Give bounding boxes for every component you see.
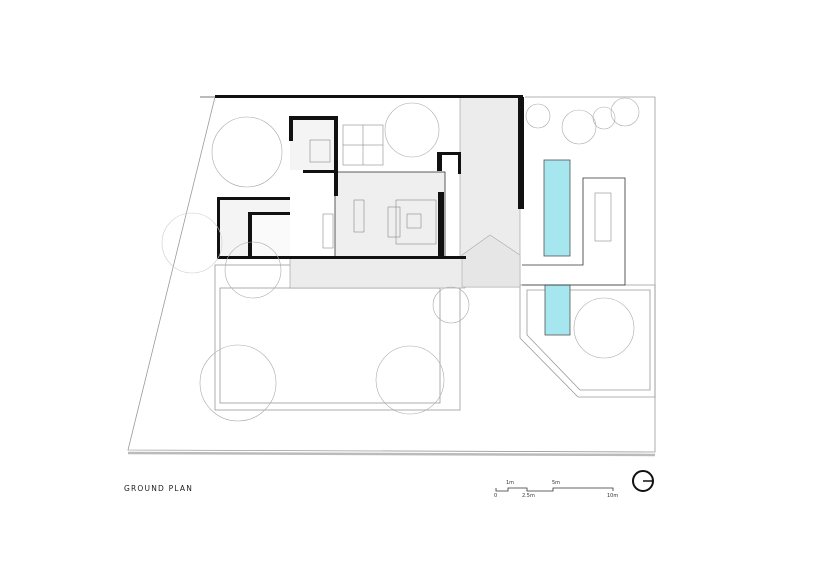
tree xyxy=(384,102,440,158)
lawn-inner xyxy=(219,287,441,404)
tree xyxy=(610,97,640,127)
scale-label-1m: 1m xyxy=(506,480,515,486)
pool-upper xyxy=(543,159,571,257)
dining-table xyxy=(353,199,365,233)
wall-east-lower xyxy=(438,192,444,258)
tree xyxy=(432,286,470,324)
north-arrow-icon xyxy=(632,470,654,492)
tree xyxy=(573,297,635,359)
wall-east xyxy=(437,153,442,171)
sofa xyxy=(387,206,401,238)
study-room xyxy=(250,214,290,258)
pool-lower xyxy=(544,284,571,336)
wall-bath xyxy=(303,170,338,173)
tree xyxy=(525,103,551,129)
tree xyxy=(211,116,283,188)
wall-house-south xyxy=(218,256,466,259)
tree xyxy=(161,212,223,274)
scale-bar xyxy=(495,487,614,492)
wall-bedroom-top xyxy=(290,116,338,120)
garden-terrace xyxy=(519,284,656,398)
wall-north xyxy=(215,95,523,98)
tree xyxy=(224,241,282,299)
bedroom xyxy=(290,118,335,170)
site-bottom-edge xyxy=(127,451,656,457)
scale-label-5m: 5m xyxy=(552,480,561,486)
tree xyxy=(199,344,277,422)
plan-title: GROUND PLAN xyxy=(124,484,193,493)
scale-label-10m: 10m xyxy=(607,493,619,499)
kitchen-island xyxy=(322,213,334,249)
site-boundary xyxy=(127,96,656,453)
wall-lift-right xyxy=(458,152,461,174)
garden-terrace-inner xyxy=(526,289,651,391)
lounge-bench xyxy=(594,192,612,242)
bridge-deck xyxy=(522,177,626,286)
wall-courtyard xyxy=(518,97,524,209)
coffee-table xyxy=(406,213,422,229)
wall-kitchen-top xyxy=(218,197,290,200)
wall-kitchen-left xyxy=(217,197,220,259)
scale-label-2-5m: 2.5m xyxy=(522,493,535,499)
tree xyxy=(561,109,597,145)
rug xyxy=(395,199,437,245)
bed xyxy=(309,139,331,163)
wall-study-top xyxy=(248,212,290,215)
veranda-paving xyxy=(289,257,466,289)
wall-lift xyxy=(437,152,461,155)
wall-bedroom-left xyxy=(289,116,293,141)
scale-label-0: 0 xyxy=(494,493,498,499)
entry-roof xyxy=(461,234,521,288)
tree xyxy=(592,106,616,130)
living-dining-room xyxy=(334,171,446,259)
wall-bedroom-right xyxy=(334,116,338,196)
wall-study-left xyxy=(248,212,252,258)
tree xyxy=(375,345,445,415)
